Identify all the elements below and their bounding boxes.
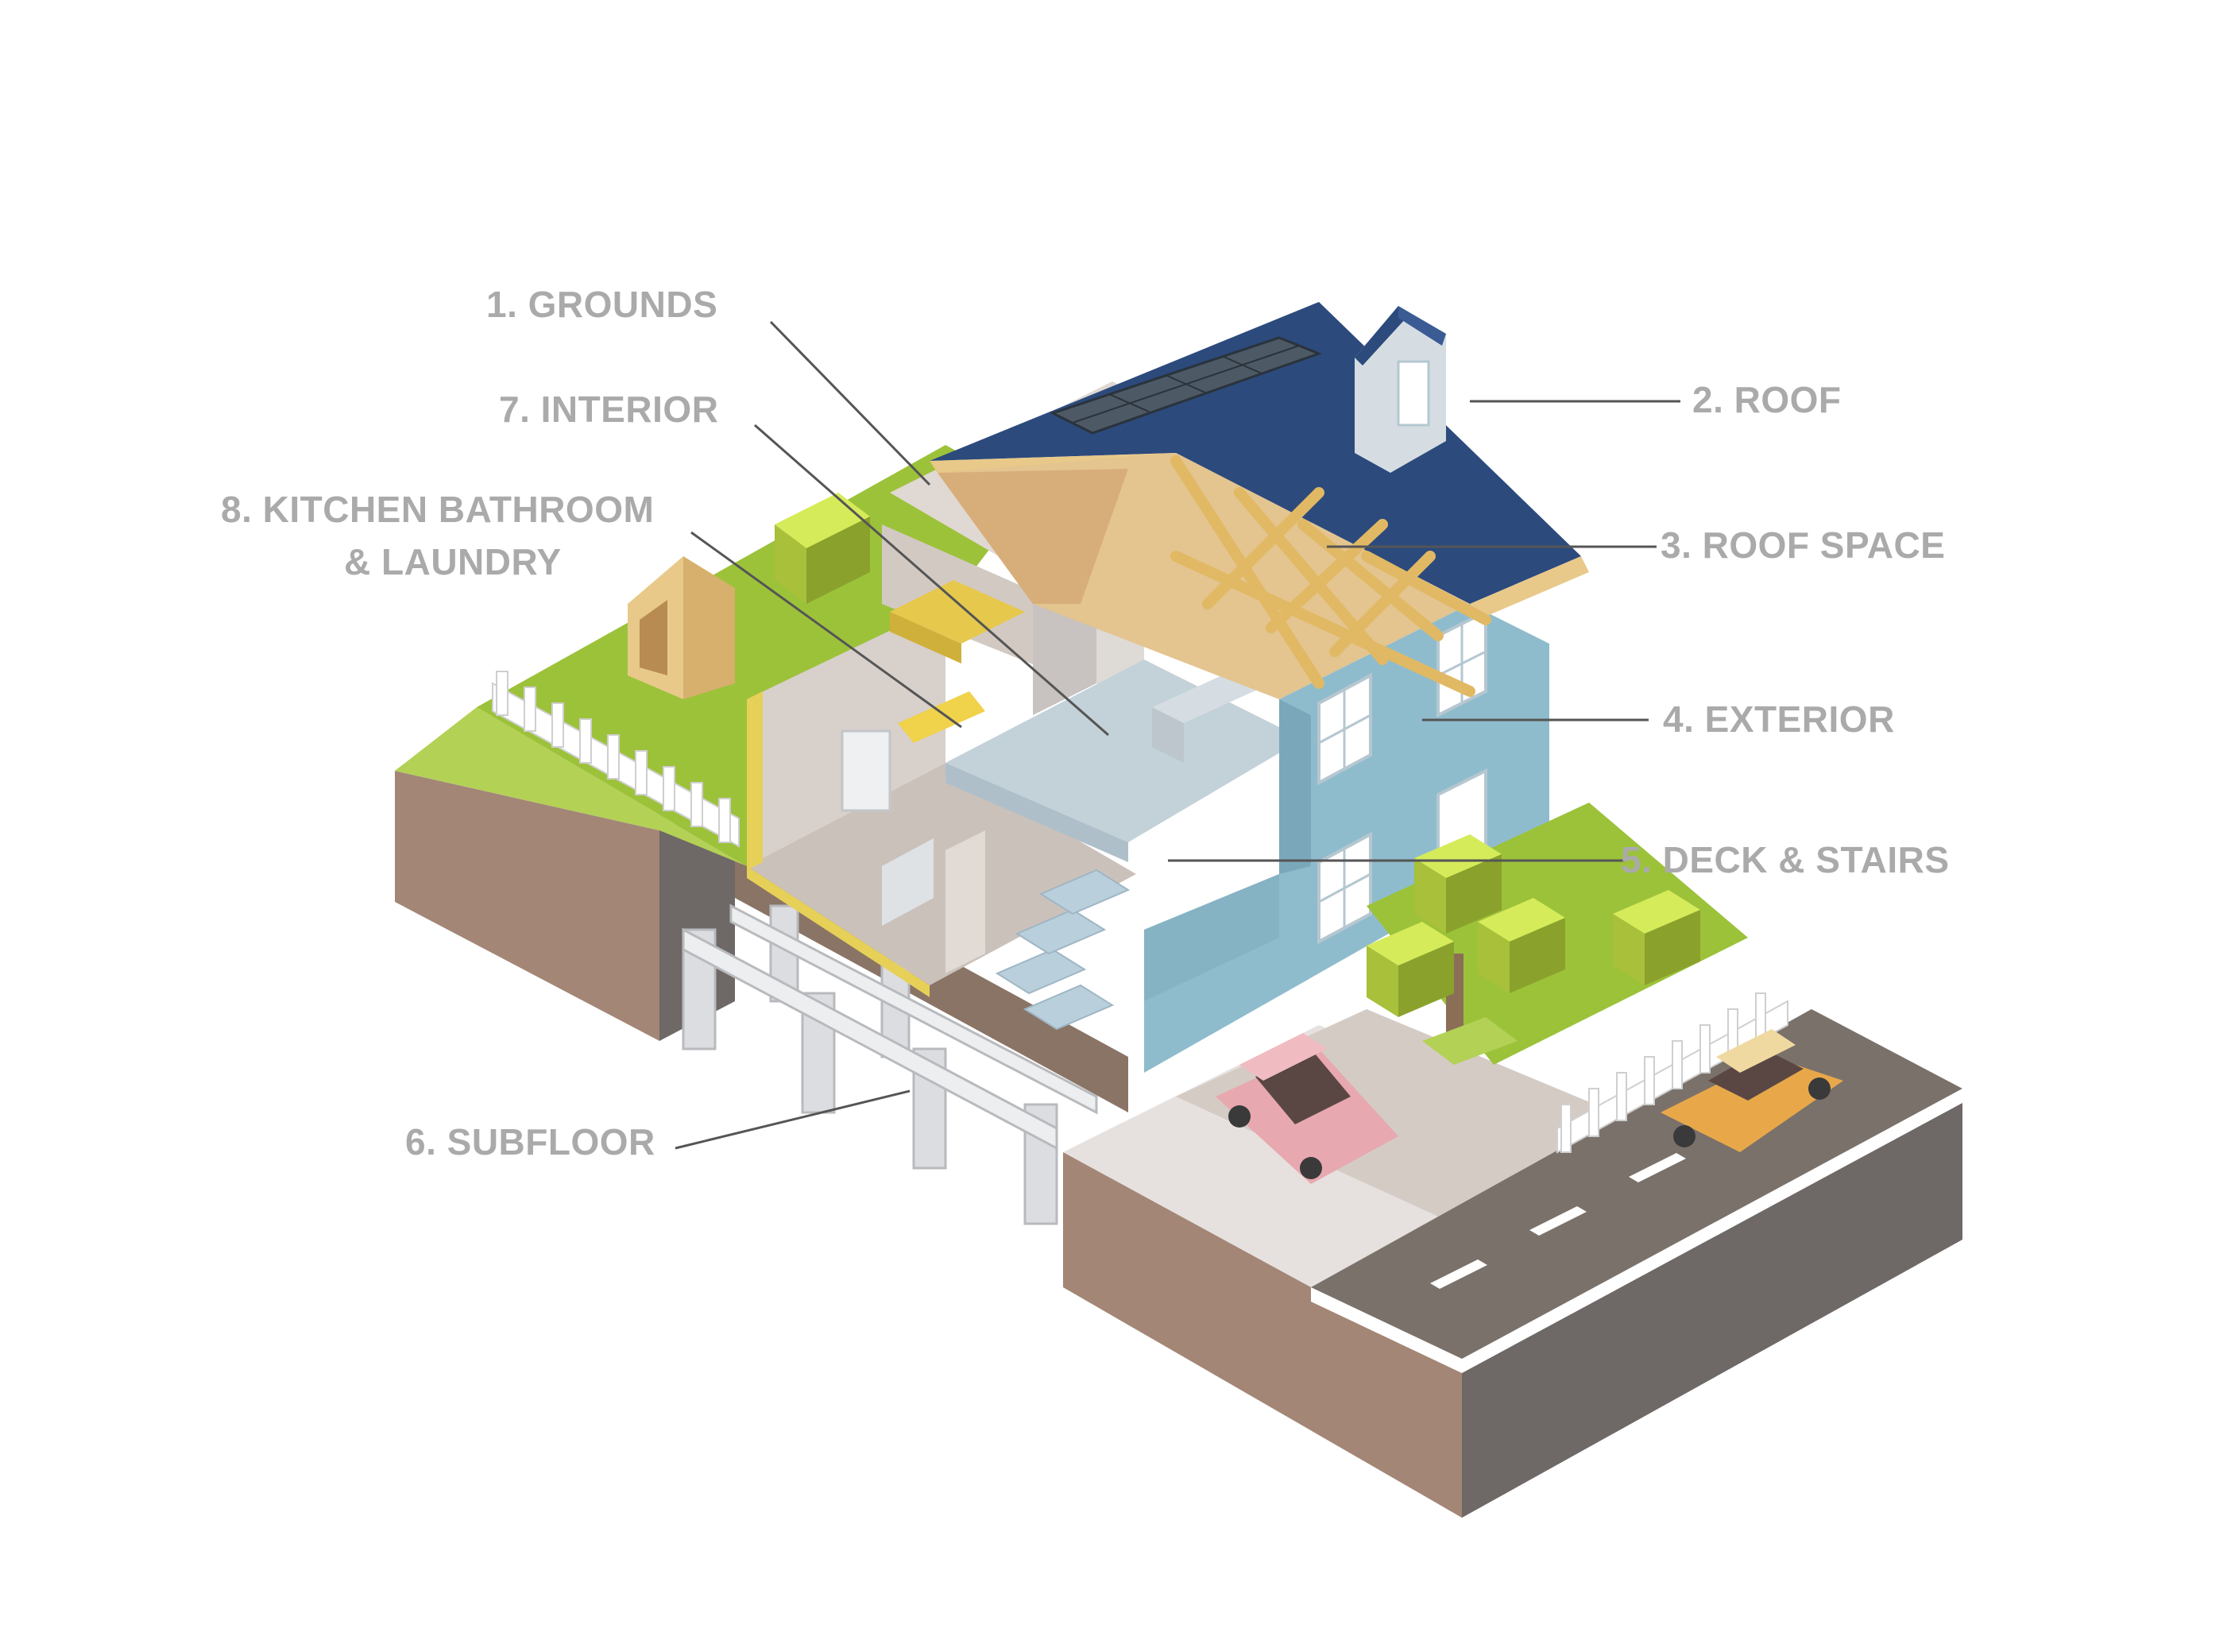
house-roof xyxy=(930,302,1589,699)
label-kitchen-bathroom-laundry: 8. KITCHEN BATHROOM & LAUNDRY xyxy=(221,483,654,588)
leader-lines xyxy=(675,320,1680,1150)
leader-grounds xyxy=(769,320,931,486)
pink-car xyxy=(1216,1033,1398,1184)
leader-subfloor xyxy=(675,1089,911,1150)
yellow-car xyxy=(1661,1029,1843,1152)
label-deck-stairs: 5. DECK & STAIRS xyxy=(1621,839,1950,880)
front-yard xyxy=(1216,803,1843,1184)
label-roof: 2. ROOF xyxy=(1692,379,1842,420)
label-exterior: 4. EXTERIOR xyxy=(1663,698,1895,740)
label-kitchen-line2: & LAUNDRY xyxy=(344,541,562,582)
roof-dormer xyxy=(1355,306,1446,473)
garden-cubby xyxy=(628,556,735,699)
label-subfloor: 6. SUBFLOOR xyxy=(405,1121,655,1163)
label-interior: 7. INTERIOR xyxy=(499,389,719,430)
front-tree xyxy=(1367,834,1565,1065)
label-grounds: 1. GROUNDS xyxy=(486,284,718,325)
label-kitchen-line1: 8. KITCHEN BATHROOM xyxy=(221,489,655,530)
label-roof-space: 3. ROOF SPACE xyxy=(1661,524,1946,566)
leader-kitchen xyxy=(690,531,962,729)
leader-interior xyxy=(754,424,1109,737)
